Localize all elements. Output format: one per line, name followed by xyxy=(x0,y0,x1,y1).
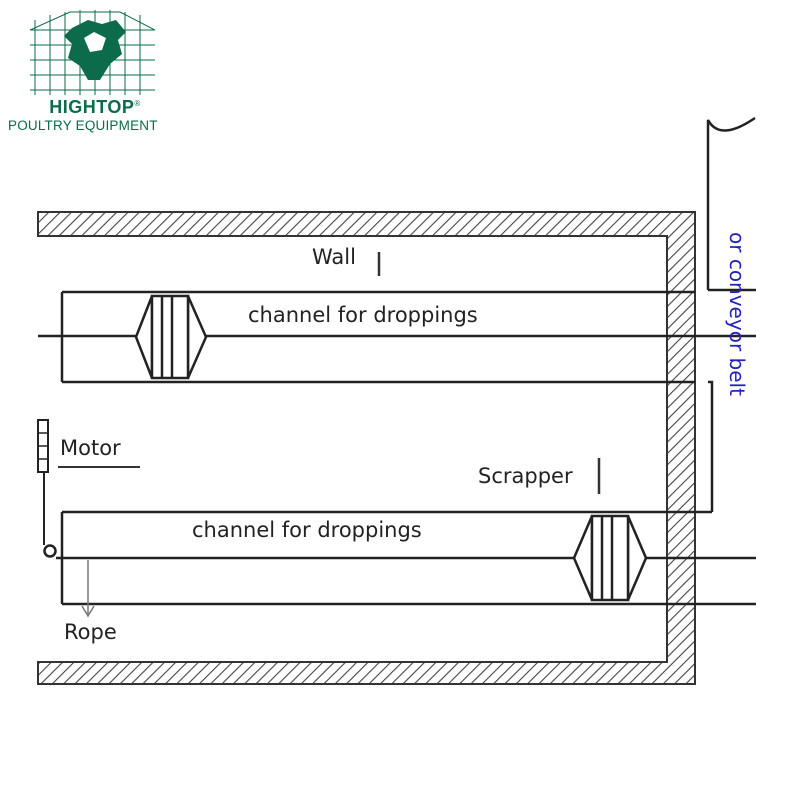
brand-name: HIGHTOP® xyxy=(49,97,141,117)
channel-upper-label: channel for droppings xyxy=(248,303,478,327)
grid-cube-rooster-icon xyxy=(30,10,155,95)
motor xyxy=(37,419,49,545)
scraper-upper xyxy=(134,294,208,380)
wall-label: Wall xyxy=(312,245,356,269)
scrapper-label: Scrapper xyxy=(478,464,573,488)
hightop-logo: HIGHTOP® POULTRY EQUIPMENT xyxy=(0,0,200,140)
motor-label: Motor xyxy=(60,436,121,460)
label-ticks xyxy=(58,252,601,494)
rope-arrow xyxy=(81,560,95,618)
pulley xyxy=(43,544,57,558)
wall xyxy=(37,211,696,685)
conveyor-belt xyxy=(706,116,756,512)
conveyor-belt-label: or conveyor belt xyxy=(725,232,749,396)
channel-lower-label: channel for droppings xyxy=(192,518,422,542)
brand-subtitle: POULTRY EQUIPMENT xyxy=(8,118,158,133)
rope-label: Rope xyxy=(64,620,117,644)
scraper-lower xyxy=(572,514,648,602)
